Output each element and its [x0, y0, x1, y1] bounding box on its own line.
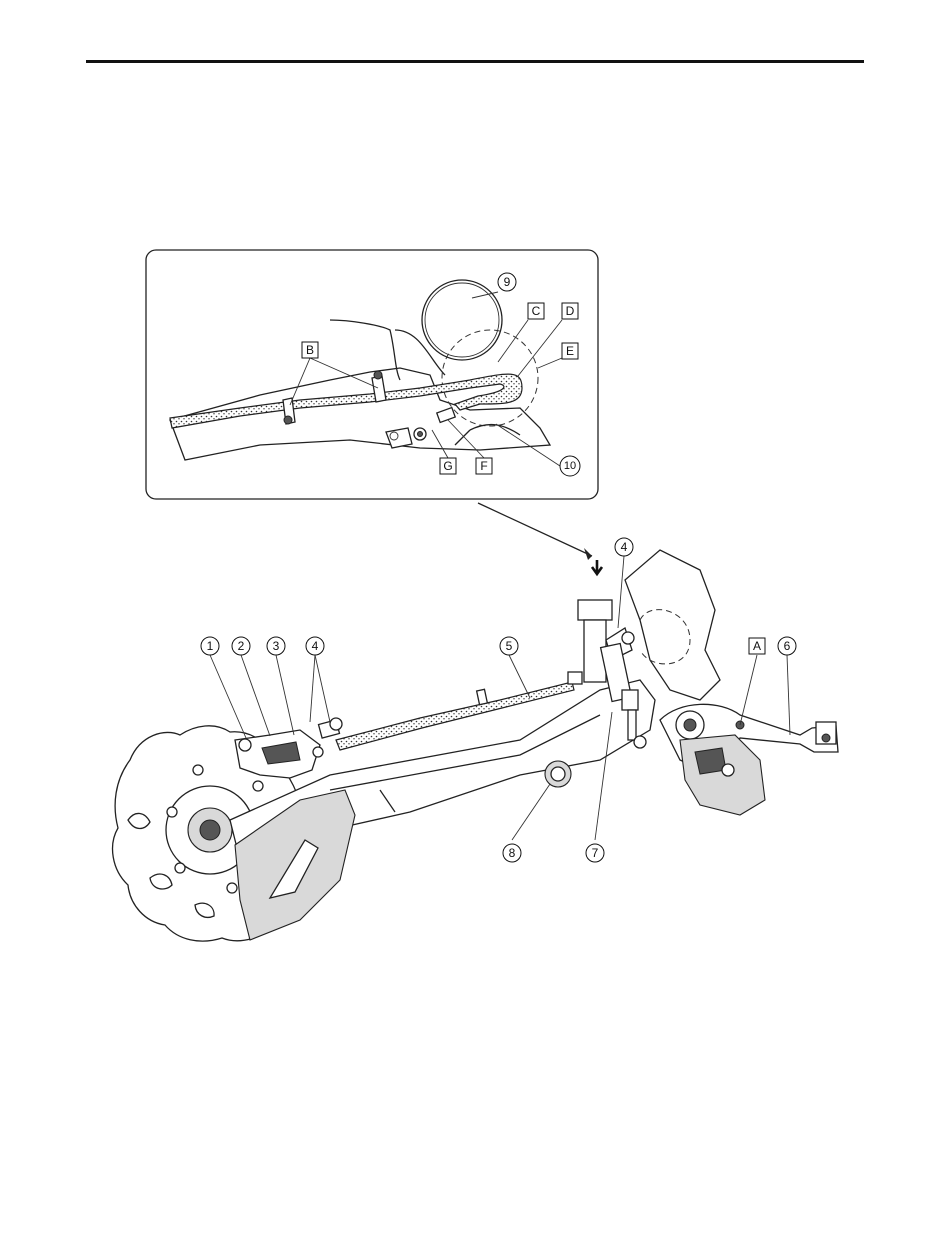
label-box-g: G	[440, 458, 456, 474]
svg-text:D: D	[566, 304, 575, 318]
main-assembly	[113, 550, 838, 941]
frame-side	[625, 550, 720, 700]
callout-2: 2	[232, 637, 250, 655]
svg-text:C: C	[532, 304, 541, 318]
svg-text:G: G	[443, 459, 452, 473]
callout-4-upper: 4	[615, 538, 633, 556]
reservoir-cap	[578, 600, 612, 620]
view-arrow	[592, 560, 602, 574]
callout-9: 9	[498, 273, 516, 291]
svg-text:9: 9	[504, 275, 511, 289]
callout-4: 4	[306, 637, 324, 655]
svg-text:3: 3	[273, 639, 280, 653]
svg-text:A: A	[753, 639, 761, 653]
callout-7: 7	[586, 844, 604, 862]
svg-text:4: 4	[621, 540, 628, 554]
svg-text:10: 10	[564, 460, 576, 472]
callout-8: 8	[503, 844, 521, 862]
footrest-bracket	[680, 735, 765, 815]
svg-text:6: 6	[784, 639, 791, 653]
label-box-f: F	[476, 458, 492, 474]
inset-detail	[146, 250, 598, 499]
svg-text:F: F	[480, 459, 487, 473]
svg-text:E: E	[566, 344, 574, 358]
inset-leader-line	[478, 503, 592, 556]
label-box-a: A	[749, 638, 765, 654]
callout-5: 5	[500, 637, 518, 655]
svg-text:5: 5	[506, 639, 513, 653]
callout-1: 1	[201, 637, 219, 655]
svg-text:1: 1	[207, 639, 214, 653]
svg-text:B: B	[306, 343, 314, 357]
svg-text:2: 2	[238, 639, 245, 653]
svg-text:8: 8	[509, 846, 516, 860]
svg-text:4: 4	[312, 639, 319, 653]
label-box-c: C	[528, 303, 544, 319]
callout-6: 6	[778, 637, 796, 655]
svg-text:7: 7	[592, 846, 599, 860]
label-box-d: D	[562, 303, 578, 319]
label-box-b: B	[302, 342, 318, 358]
inset-reservoir-circle	[422, 280, 502, 360]
label-box-e: E	[562, 343, 578, 359]
callout-10: 10	[560, 456, 580, 476]
callout-3: 3	[267, 637, 285, 655]
